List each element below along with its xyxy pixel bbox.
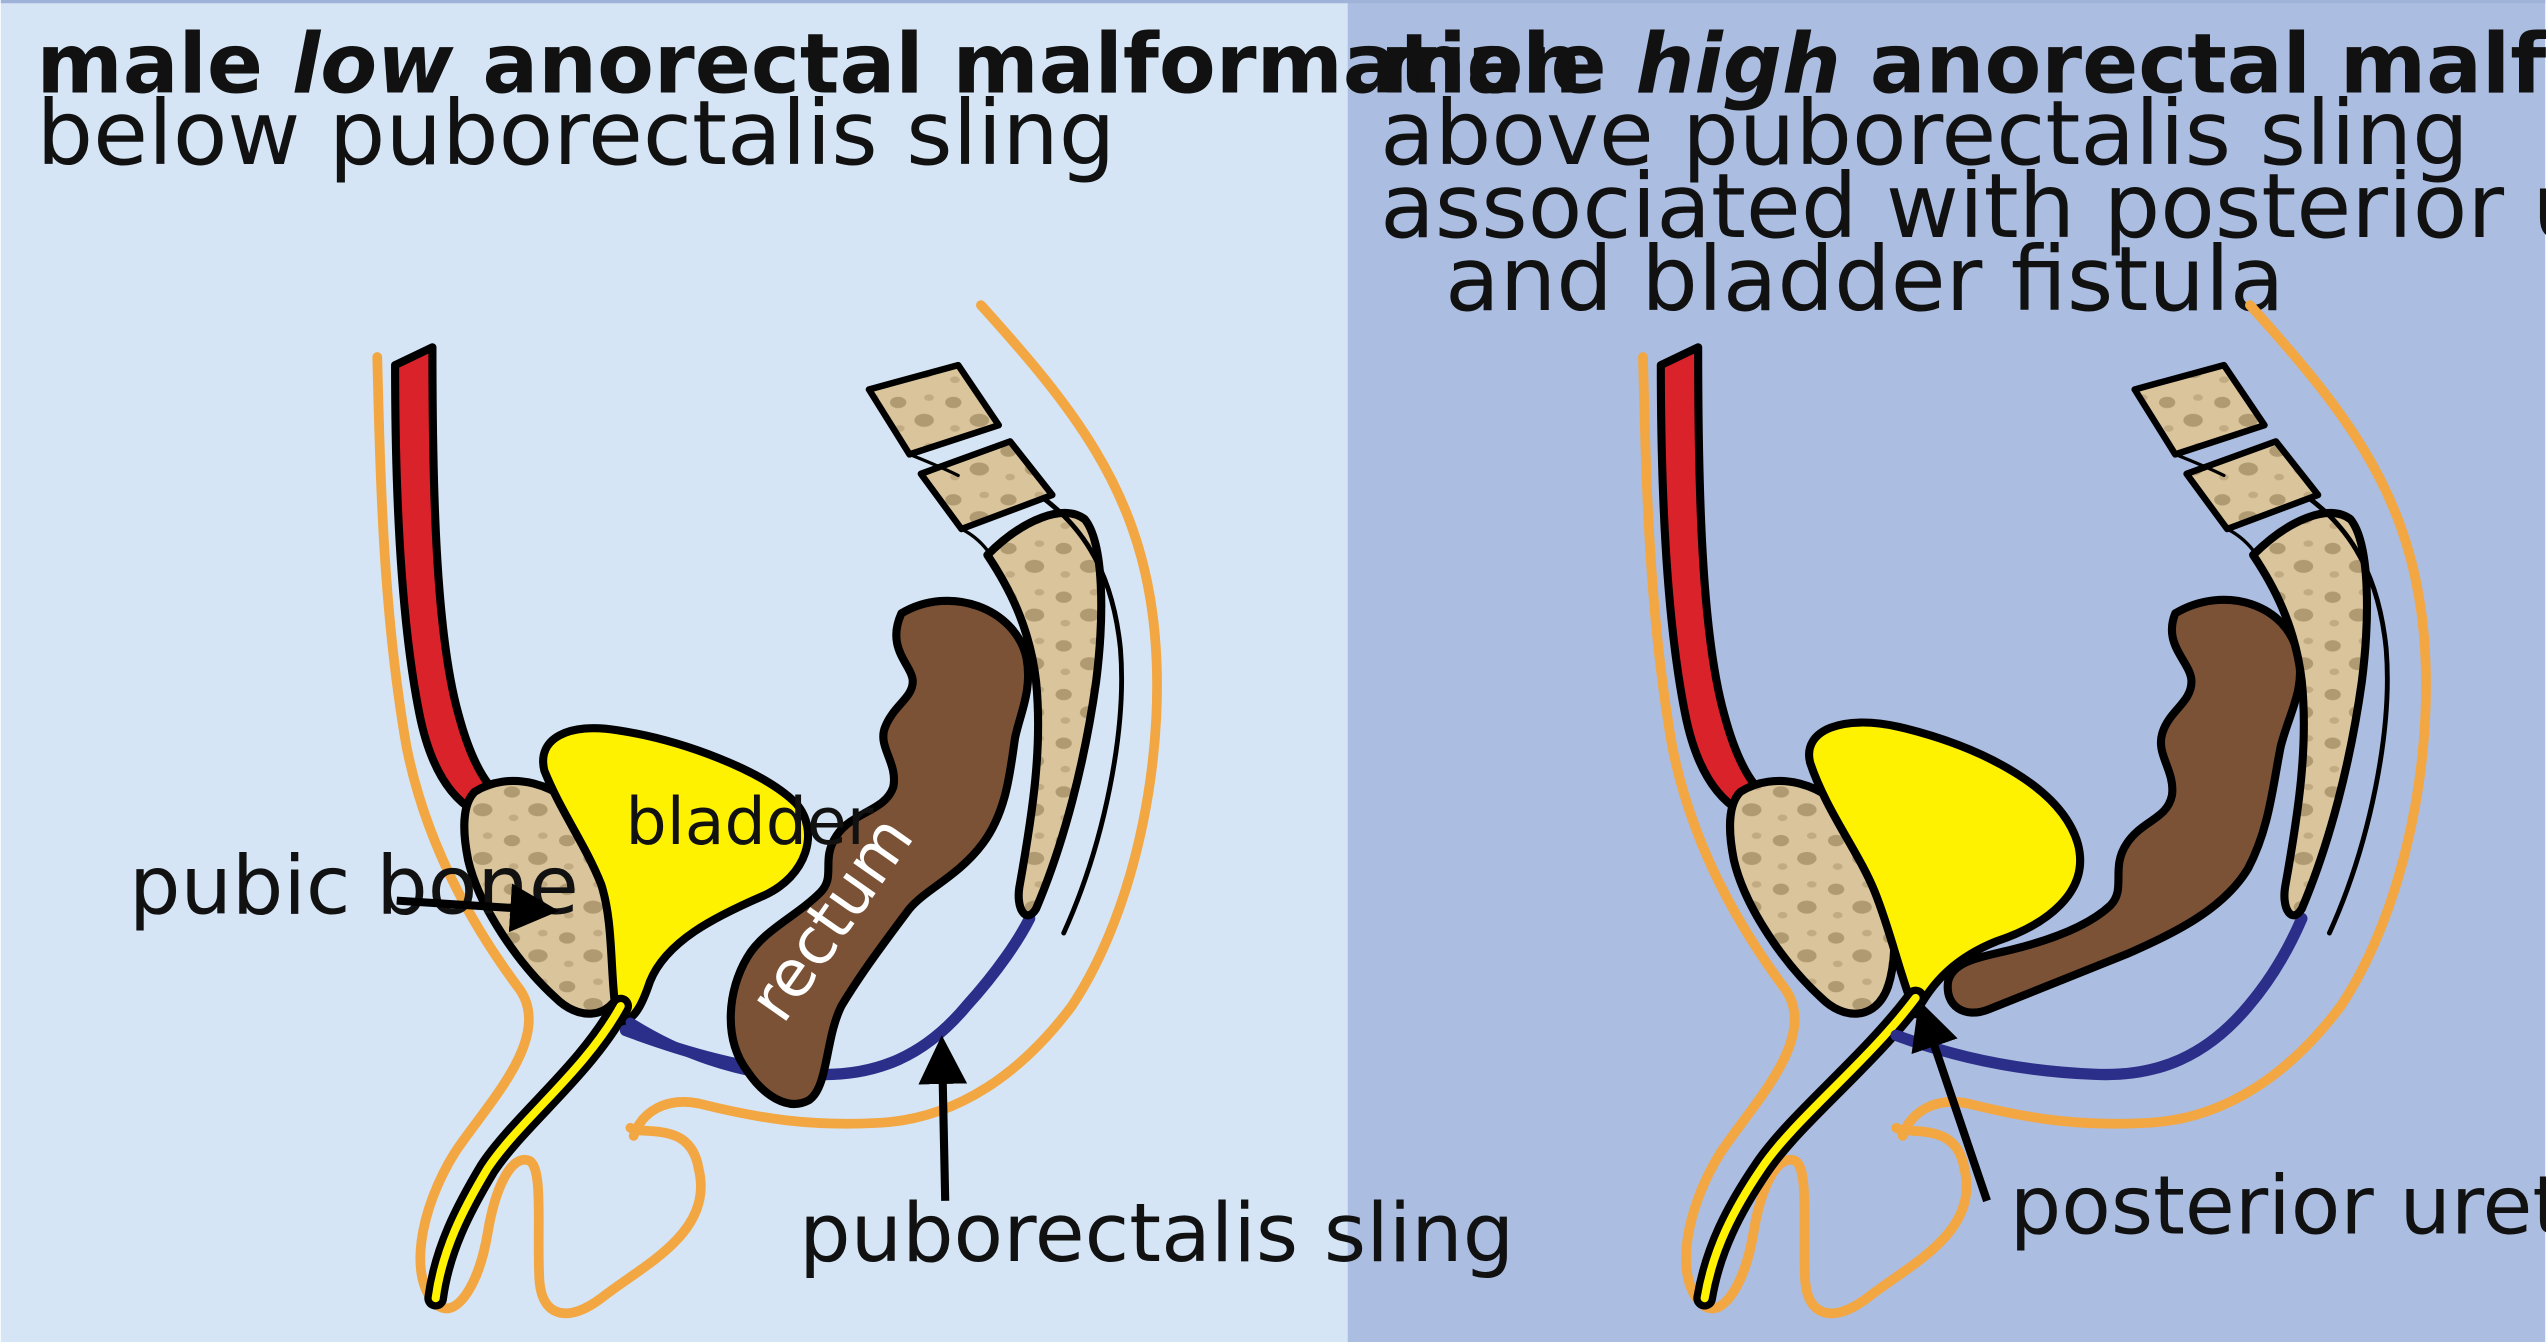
- high-vertebra-lower: [2183, 438, 2322, 533]
- high-panel: male high anorectal malformation above p…: [1380, 15, 2546, 1318]
- low-title-emphasis: low: [292, 15, 454, 112]
- low-title-suffix: anorectal malformation: [454, 15, 1583, 112]
- low-puborectalis-arrow: [918, 1035, 968, 1201]
- low-anatomy: [372, 300, 1162, 1318]
- low-anterior-skin: [372, 352, 706, 1318]
- high-subtitle-line-2: associated with posterior urethral: [1380, 155, 2546, 259]
- low-bladder-label: bladder: [626, 785, 874, 860]
- low-sacrum: [983, 508, 1106, 920]
- high-sacrum-posterior-line: [2289, 484, 2390, 936]
- low-vertebra-lower: [917, 438, 1056, 533]
- low-rectum: [726, 596, 1033, 1108]
- low-posterior-skin: [628, 300, 1162, 1141]
- low-pubic-bone-arrow: [396, 883, 559, 933]
- low-pubic-bone-label: pubic bone: [129, 840, 579, 934]
- high-subtitle-line-3: and bladder fistula: [1445, 228, 2284, 332]
- high-bladder: [1805, 718, 2084, 1019]
- high-posterior-urethra-label: posterior urethra: [2010, 1159, 2546, 1253]
- high-posterior-urethra-arrow: [1911, 1000, 1991, 1203]
- low-panel: male low anorectal malformation below pu…: [36, 15, 1582, 1318]
- high-anatomy: [1638, 300, 2431, 1318]
- high-urethra-lumen: [1700, 993, 1920, 1303]
- high-rectum: [1943, 595, 2305, 1017]
- low-title-prefix: male: [36, 15, 291, 112]
- high-anterior-skin: [1638, 352, 1972, 1318]
- low-spine-line: [907, 452, 993, 557]
- low-urethra-lumen: [431, 1002, 625, 1303]
- high-title-emphasis: high: [1635, 15, 1840, 112]
- high-title: male high anorectal malformation: [1380, 15, 2546, 112]
- low-puborectalis-sling: [619, 912, 1036, 1081]
- low-sacrum-posterior-line: [1023, 484, 1124, 936]
- low-title: male low anorectal malformation: [36, 15, 1582, 112]
- high-subtitle-line-1: above puborectalis sling: [1380, 82, 2469, 186]
- low-bladder: [539, 724, 813, 1027]
- high-vertebra-upper: [2131, 361, 2268, 458]
- high-spine-line: [2173, 452, 2258, 557]
- low-vertebra-upper: [865, 361, 1003, 458]
- low-subtitle-line-1: below puborectalis sling: [36, 82, 1115, 186]
- low-puborectalis-label: puborectalis sling: [799, 1187, 1514, 1281]
- left-panel-background: [0, 0, 1348, 1342]
- high-posterior-skin: [1897, 300, 2431, 1141]
- high-sacrum: [2249, 508, 2371, 920]
- high-title-suffix: anorectal malformation: [1841, 15, 2546, 112]
- high-title-prefix: male: [1380, 15, 1635, 112]
- high-puborectalis-sling: [1890, 912, 2308, 1081]
